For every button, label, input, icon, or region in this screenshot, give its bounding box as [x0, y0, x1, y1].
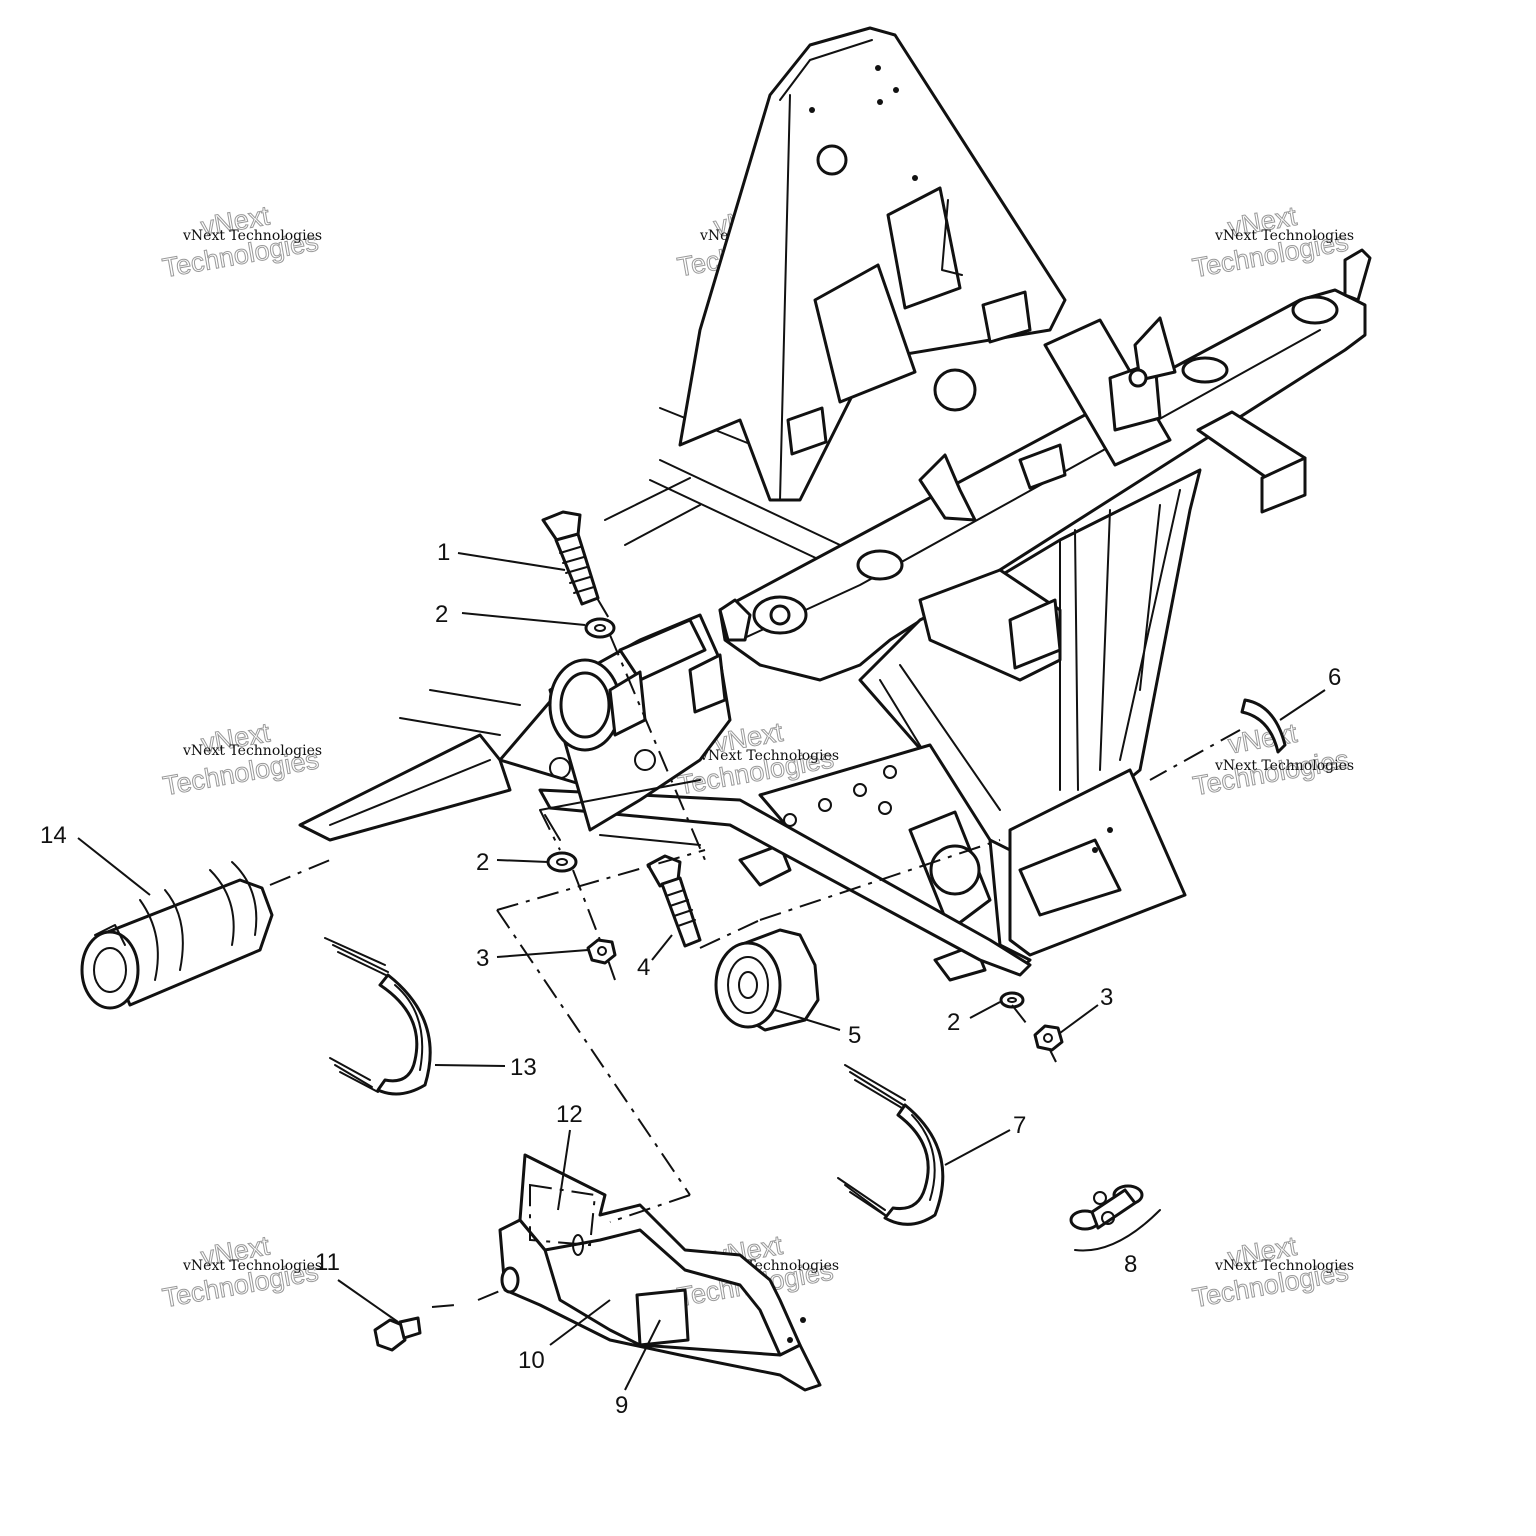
- part-7-chain: [837, 1064, 945, 1226]
- callout-4: 4: [637, 954, 650, 981]
- callout-5: 5: [848, 1022, 861, 1049]
- callout-13: 13: [510, 1054, 537, 1081]
- callout-10: 10: [518, 1347, 545, 1374]
- callout-2: 2: [947, 1009, 960, 1036]
- callout-12: 12: [556, 1101, 583, 1128]
- part-5-idler-wheel: [714, 928, 820, 1032]
- part-10-chain-guard: [498, 1153, 822, 1392]
- part-2-washer: [584, 617, 616, 639]
- part-13-chain: [324, 937, 432, 1096]
- callout-11: 11: [315, 1249, 340, 1276]
- part-14-drive-drum: [80, 861, 274, 1010]
- callout-2: 2: [435, 601, 448, 628]
- part-9-decal: [635, 1288, 690, 1347]
- callout-3: 3: [1100, 984, 1113, 1011]
- main-cross-beam: [718, 248, 1372, 682]
- callouts: 1 2 2 3 4 5 6 7 8 9 10 11 12 13 14 2 3: [40, 539, 1341, 1419]
- callout-8: 8: [1124, 1251, 1137, 1278]
- torque-arm-bracket: [539, 613, 732, 846]
- svg-text:vNext Technologies: vNext Technologies: [1214, 228, 1354, 244]
- part-1-bolt: [541, 510, 600, 606]
- svg-text:vNext Technologies: vNext Technologies: [182, 228, 322, 244]
- svg-text:vNext Technologies: vNext Technologies: [182, 743, 322, 759]
- part-6-clip: [1240, 698, 1287, 754]
- part-12-decal: [529, 1183, 597, 1247]
- callout-2: 2: [476, 849, 489, 876]
- part-8-connector-link: [1069, 1184, 1161, 1252]
- part-3-nut: [586, 938, 617, 965]
- part-11-screw: [373, 1316, 422, 1352]
- leader-lines: [77, 552, 1326, 1391]
- part-4-bolt: [646, 854, 702, 948]
- callout-1: 1: [437, 539, 450, 566]
- rear-frame-plate: [678, 26, 1067, 502]
- callout-14: 14: [40, 822, 67, 849]
- callout-3: 3: [476, 945, 489, 972]
- support-pylon: [858, 468, 1202, 862]
- callout-6: 6: [1328, 664, 1341, 691]
- assembly-lines: [269, 597, 1241, 1308]
- callout-7: 7: [1013, 1112, 1026, 1139]
- svg-text:vNext Technologies: vNext Technologies: [182, 1258, 322, 1274]
- svg-text:vNext Technologies: vNext Technologies: [1214, 1258, 1354, 1274]
- part-2-washer: [546, 851, 578, 873]
- part-2-washer: [999, 991, 1025, 1009]
- part-3-nut: [1033, 1024, 1064, 1052]
- svg-text:vNext Technologies: vNext Technologies: [1214, 758, 1354, 774]
- callout-9: 9: [615, 1392, 628, 1419]
- lower-rail: [738, 743, 1187, 982]
- svg-text:vNext Technologies: vNext Technologies: [699, 748, 839, 764]
